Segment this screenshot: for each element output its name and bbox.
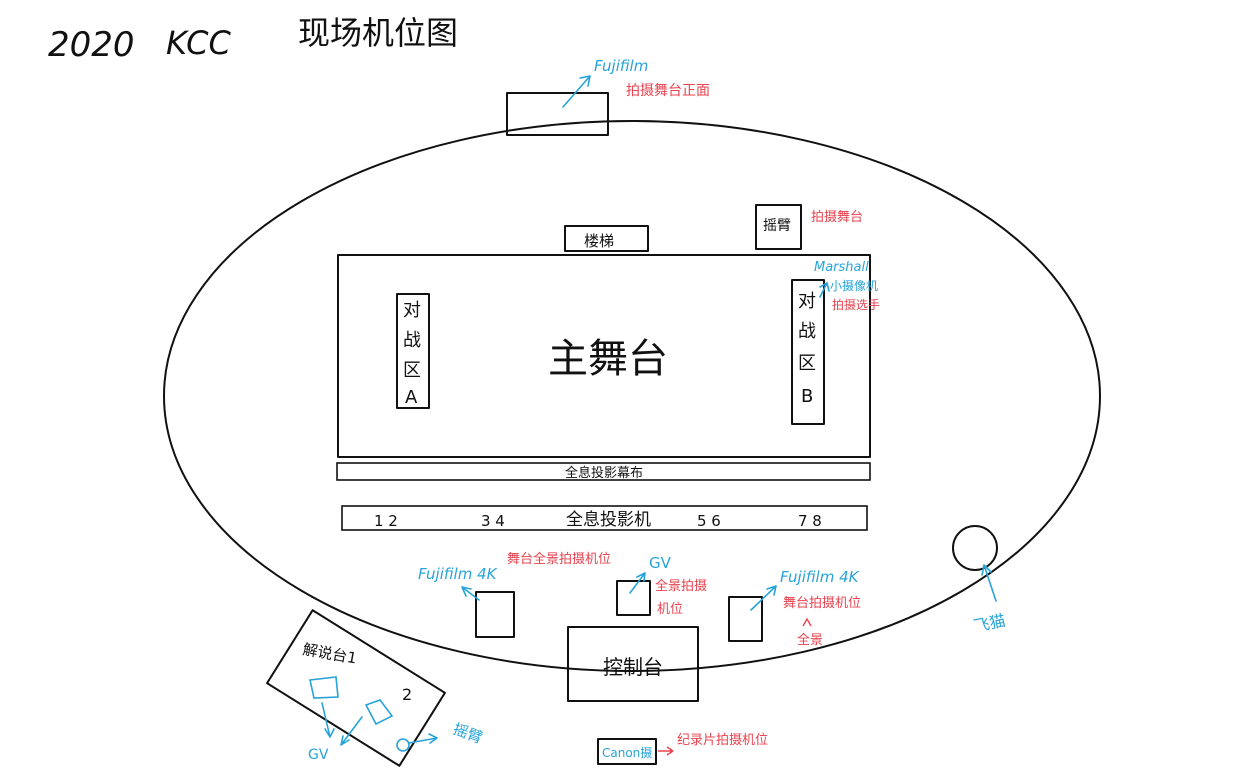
camera-box-left-4k [475, 591, 515, 638]
stage-ladder-label: 楼梯 [584, 232, 614, 250]
commentary-gv-label: GV [308, 747, 329, 763]
camera-canon-box-label: Canon摄 [602, 745, 652, 760]
stage-ladder [564, 225, 649, 252]
control-desk [567, 626, 699, 702]
projector-numbers-56: 5 6 [697, 512, 721, 530]
arrow-commentary-seat-1 [321, 702, 335, 738]
arrow-camera-right-4k [750, 585, 777, 611]
battle-zone-b-char-1: 对 [798, 291, 816, 312]
arrow-commentary-jib [408, 733, 438, 744]
title-year: 2020 [48, 25, 135, 65]
commentary-desk [266, 609, 446, 767]
camera-jib-note: 拍摄舞台 [811, 210, 863, 225]
camera-top-brand: Fujifilm [594, 57, 648, 75]
arrow-camera-marshall [819, 282, 830, 298]
camera-gv-brand: GV [649, 554, 672, 572]
battle-zone-a-char-1: 对 [403, 300, 421, 321]
title-event: KCC [166, 24, 231, 62]
camera-box-gv [616, 580, 651, 616]
arrow-camera-canon [658, 746, 674, 756]
camera-box-jib [755, 204, 802, 250]
commentary-seat-1 [309, 676, 339, 699]
commentary-desk-number: 2 [402, 685, 412, 704]
arrow-commentary-seat-2 [340, 716, 363, 746]
battle-zone-a-char-3: 区 [403, 360, 421, 381]
battle-zone-b [791, 279, 825, 425]
holographic-screen [336, 462, 871, 481]
camera-box-canon [597, 738, 657, 765]
main-stage [337, 254, 871, 458]
camera-gv-note-line2: 机位 [657, 602, 683, 617]
projector-numbers-34: 3 4 [481, 512, 505, 530]
projector-numbers-78: 7 8 [798, 512, 822, 530]
main-stage-label: 主舞台 [548, 336, 668, 382]
battle-zone-a-char-2: 战 [403, 330, 421, 351]
arrow-drone [981, 564, 997, 602]
camera-box-top [506, 92, 609, 136]
camera-right-4k-note-line2: 全景 [797, 632, 823, 648]
holographic-screen-label: 全息投影幕布 [565, 465, 643, 481]
drone-label: 飞猫 [972, 611, 1007, 636]
caret-right-4k-note [802, 617, 812, 627]
camera-marshall-note-line2: 拍摄选手 [832, 297, 880, 312]
control-desk-label: 控制台 [603, 655, 663, 679]
arrow-camera-gv [629, 572, 646, 594]
camera-marshall-brand: Marshall [814, 260, 869, 275]
drone-marker [952, 525, 998, 571]
camera-gv-note-line1: 全景拍摄 [655, 578, 707, 594]
camera-canon-note: 纪录片拍摄机位 [677, 733, 768, 748]
camera-box-right-4k [728, 596, 763, 642]
battle-zone-b-char-2: 战 [798, 321, 816, 342]
camera-right-4k-note-line1: 舞台拍摄机位 [783, 596, 861, 611]
title-heading: 现场机位图 [298, 14, 458, 52]
camera-left-4k-brand: Fujifilm 4K [418, 565, 498, 583]
commentary-seat-2 [364, 699, 394, 726]
commentary-desk-label: 解说台1 [301, 640, 358, 667]
arrow-camera-left-4k [461, 586, 480, 601]
camera-jib-box-label: 摇臂 [763, 218, 791, 234]
camera-top-note: 拍摄舞台正面 [626, 83, 710, 99]
holographic-projector-label: 全息投影机 [566, 510, 651, 530]
commentary-jib-marker [396, 738, 410, 752]
battle-zone-a [396, 293, 430, 409]
battle-zone-b-char-4: B [801, 386, 813, 407]
battle-zone-a-char-4: A [405, 387, 418, 408]
camera-right-4k-brand: Fujifilm 4K [780, 568, 860, 586]
venue-floor-outline [163, 120, 1101, 672]
commentary-jib-label: 摇臂 [451, 720, 485, 747]
battle-zone-b-char-3: 区 [798, 353, 816, 374]
camera-left-4k-note: 舞台全景拍摄机位 [507, 551, 611, 567]
arrow-camera-top [562, 75, 591, 108]
projector-numbers-12: 1 2 [374, 512, 398, 530]
camera-marshall-note-line1: 小摄像机 [830, 278, 878, 293]
holographic-projector [341, 505, 868, 531]
